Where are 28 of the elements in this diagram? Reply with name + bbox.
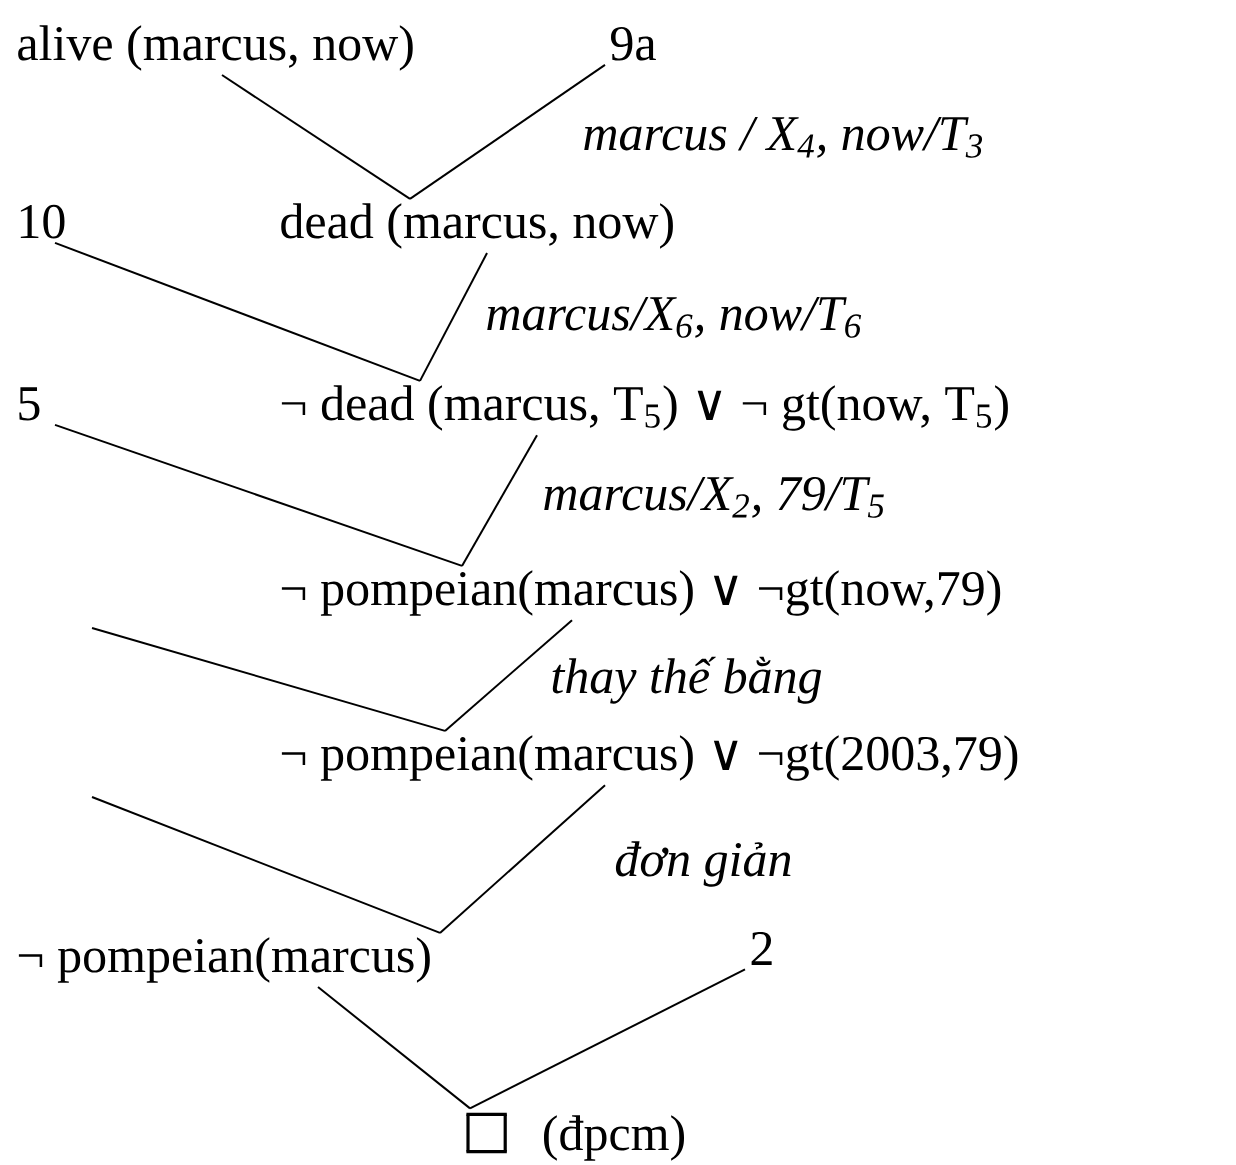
substitution-label: marcus / X$_{4}$, now/T$_{3}$ — [584, 117, 983, 158]
clause-text: ¬ dead (marcus, T$_{5}$) ∨ ¬ gt(now, T$_{5}$) — [281, 385, 1008, 431]
clause-number: 9a — [611, 26, 656, 61]
resolution-line — [439, 784, 606, 934]
resolution-line — [409, 63, 606, 200]
clause-text: ¬ pompeian(marcus) ∨ ¬gt(2003,79) — [281, 735, 1018, 781]
substitution-label: đơn giản — [615, 841, 791, 887]
resolution-line — [419, 252, 488, 382]
resolution-line — [54, 423, 463, 567]
resolution-line — [54, 241, 421, 382]
substitution-label: marcus/X$_{6}$, now/T$_{6}$ — [487, 297, 862, 338]
resolution-line — [469, 968, 746, 1110]
clause-text: ¬ pompeian(marcus) ∨ ¬gt(now,79) — [281, 570, 1001, 616]
resolution-line — [91, 627, 446, 732]
substitution-label: marcus/X$_{2}$, 79/T$_{5}$ — [544, 476, 884, 518]
clause-number: 10 — [20, 204, 65, 239]
clause-number: 2 — [751, 931, 772, 965]
resolution-line — [91, 796, 441, 934]
clause-text: alive (marcus, now) — [18, 25, 413, 71]
resolution-line — [461, 434, 538, 567]
substitution-label: thay thế bằng — [552, 656, 822, 704]
clause-text: (đpcm) — [466, 1112, 684, 1161]
clause-text: dead (marcus, now) — [281, 203, 673, 249]
clause-text: ¬ pompeian(marcus) — [18, 937, 430, 983]
resolution-line — [221, 74, 411, 200]
clause-number: 5 — [19, 387, 40, 421]
resolution-line — [317, 986, 471, 1110]
resolution-line — [444, 619, 573, 732]
